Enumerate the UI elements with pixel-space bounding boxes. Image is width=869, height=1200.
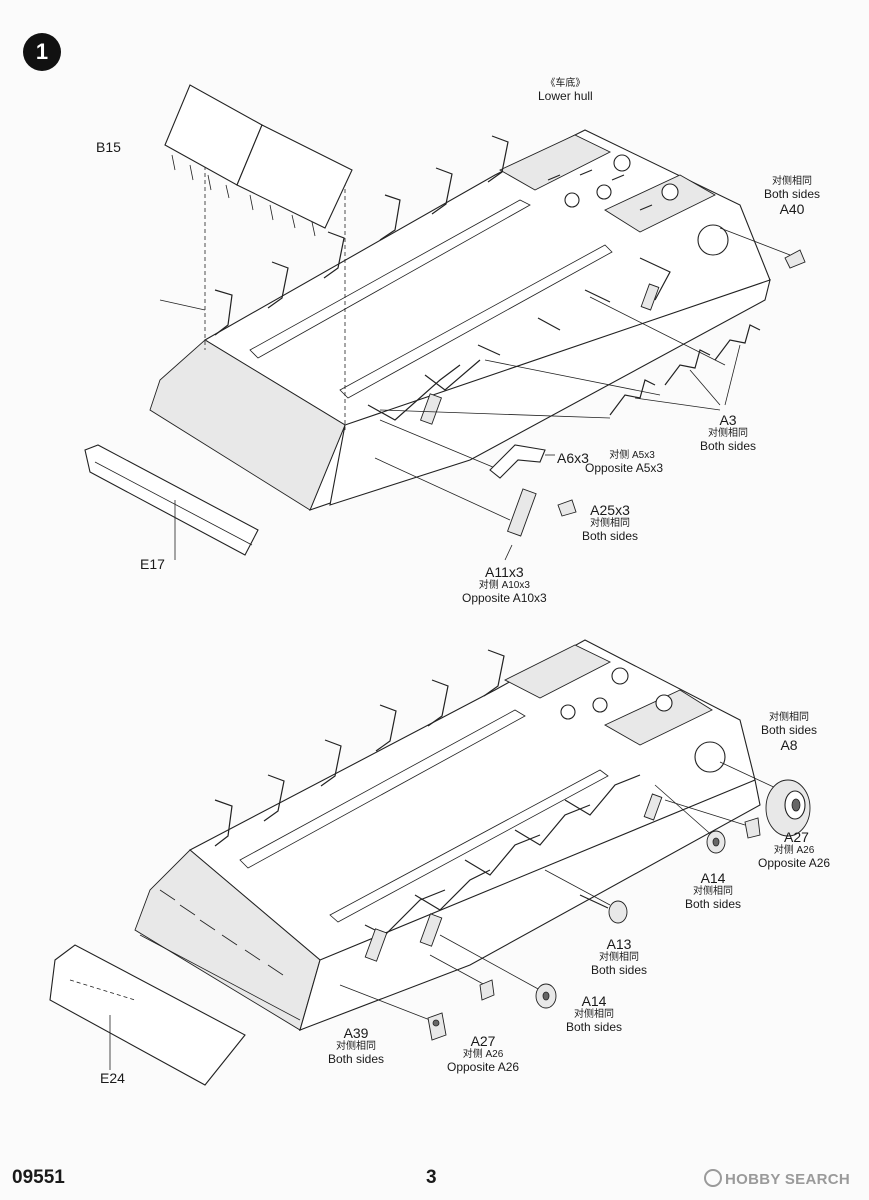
label-b15: B15: [96, 139, 121, 155]
a8-en: Both sides: [761, 722, 818, 737]
a14-upper-cn: 对侧相同: [693, 886, 734, 898]
label-a6: A6x3: [557, 450, 589, 466]
a3-cn: 对侧相同: [708, 428, 749, 440]
step-number-badge: 1: [23, 33, 61, 71]
label-a27-right: A27 对侧 A26 Opposite A26: [758, 829, 830, 870]
a14-lower-code: A14: [581, 993, 607, 1009]
a13-en: Both sides: [591, 962, 648, 977]
part-a39: [427, 1012, 447, 1041]
label-a11: A11x3 对侧 A10x3 Opposite A10x3: [462, 564, 547, 605]
part-a27-upper: [744, 817, 761, 839]
label-a3: A3 对侧相同 Both sides: [700, 412, 756, 453]
part-a6-arm: [489, 444, 555, 479]
watermark: HOBBY SEARCH: [704, 1169, 850, 1188]
a11-en: Opposite A10x3: [462, 590, 547, 605]
part-a14-lower: [535, 983, 557, 1009]
part-a8-sprocket: [765, 779, 811, 837]
label-a14-lower: A14 对侧相同 Both sides: [566, 993, 622, 1034]
label-a40: 对侧相同 Both sides A40: [764, 176, 820, 217]
a27-right-en: Opposite A26: [758, 855, 831, 870]
a25-code: A25x3: [590, 502, 630, 518]
a39-cn: 对侧相同: [336, 1041, 377, 1053]
part-b15: [164, 84, 353, 237]
label-lower-hull: 《车底》 Lower hull: [538, 78, 593, 103]
a27-lower-code: A27: [470, 1033, 496, 1049]
a8-cn: 对侧相同: [769, 712, 810, 723]
part-a25: [557, 499, 577, 517]
label-a6-notes: 对侧 A5x3 Opposite A5x3: [585, 450, 663, 475]
bottom-lower-hull: [134, 639, 781, 1031]
label-e24: E24: [100, 1070, 125, 1086]
label-a8: 对侧相同 Both sides A8: [761, 712, 817, 753]
a40-code: A40: [779, 201, 805, 218]
label-a27-lower: A27 对侧 A26 Opposite A26: [447, 1033, 519, 1074]
a6-en: Opposite A5x3: [585, 460, 664, 475]
label-a25: A25x3 对侧相同 Both sides: [582, 502, 638, 543]
a3-code: A3: [719, 412, 737, 428]
a27-right-cn: 对侧 A26: [773, 845, 815, 857]
kit-number: 09551: [12, 1167, 65, 1188]
a3-en: Both sides: [700, 438, 757, 453]
part-a14-upper: [706, 830, 726, 854]
a13-code: A13: [606, 936, 632, 952]
a6-code: A6x3: [557, 450, 589, 466]
a39-en: Both sides: [328, 1051, 385, 1066]
lower-hull-cn: 《车底》: [545, 78, 586, 89]
part-e24: [49, 944, 246, 1086]
a25-en: Both sides: [582, 528, 639, 543]
a11-code: A11x3: [485, 564, 524, 580]
part-a40: [784, 249, 806, 269]
watermark-text: HOBBY SEARCH: [725, 1171, 851, 1188]
top-lower-hull: [149, 110, 791, 521]
part-a3-group: [609, 324, 761, 416]
part-a27-lower: [479, 979, 495, 1001]
part-e17: [84, 444, 259, 560]
a11-cn: 对侧 A10x3: [478, 580, 530, 592]
label-a39: A39 对侧相同 Both sides: [328, 1025, 384, 1066]
a39-code: A39: [343, 1025, 369, 1041]
a27-lower-cn: 对侧 A26: [462, 1049, 504, 1061]
a40-en: Both sides: [764, 186, 821, 201]
a40-cn: 对侧相同: [772, 176, 813, 187]
step-number: 1: [35, 39, 49, 64]
part-a13: [579, 894, 628, 924]
label-e17: E17: [140, 556, 165, 572]
part-a11-shock: [504, 488, 537, 561]
page-number: 3: [426, 1167, 437, 1188]
a25-cn: 对侧相同: [590, 518, 631, 530]
lower-hull-en: Lower hull: [538, 88, 593, 103]
a27-lower-en: Opposite A26: [447, 1059, 520, 1074]
a14-lower-cn: 对侧相同: [574, 1009, 615, 1021]
label-a13: A13 对侧相同 Both sides: [591, 936, 647, 977]
a8-code: A8: [780, 737, 798, 754]
a6-cn: 对侧 A5x3: [609, 450, 655, 461]
a14-lower-en: Both sides: [566, 1019, 623, 1034]
a14-upper-code: A14: [700, 870, 726, 886]
a13-cn: 对侧相同: [599, 952, 640, 964]
a27-right-code: A27: [784, 829, 809, 845]
label-a14-upper: A14 对侧相同 Both sides: [685, 870, 741, 911]
a14-upper-en: Both sides: [685, 896, 742, 911]
watermark-logo-icon: [704, 1169, 722, 1187]
